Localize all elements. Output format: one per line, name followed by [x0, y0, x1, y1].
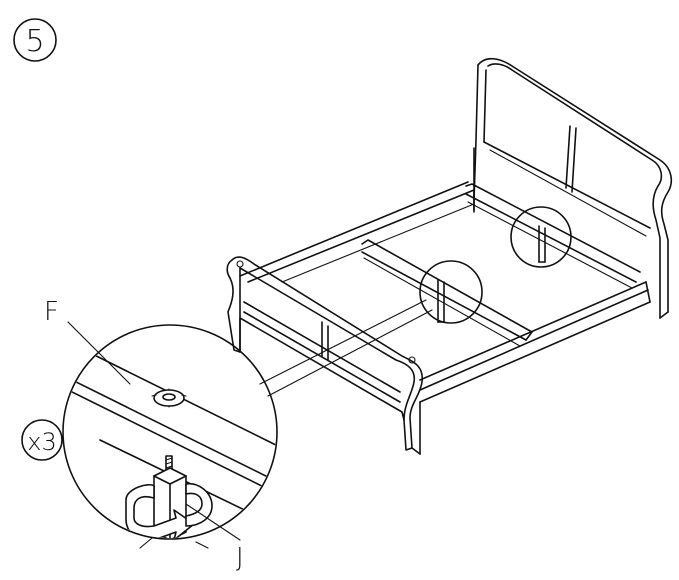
leader-j [185, 503, 241, 541]
threaded-bolt [165, 455, 173, 473]
bracket-f [151, 388, 187, 408]
step-number-circle [13, 18, 57, 62]
part-label-j: J [236, 543, 244, 573]
quantity-badge: x3 [21, 419, 63, 461]
left-side-rail [239, 181, 475, 283]
quantity-circle [21, 419, 63, 461]
callout-circle [62, 324, 278, 540]
quantity-text: x3 [27, 428, 56, 456]
step-number-text: 5 [25, 24, 44, 59]
callout-leader-line [267, 309, 433, 397]
rotation-arrow-icon [125, 482, 213, 538]
footboard [226, 256, 424, 455]
headboard [473, 57, 673, 319]
slats [361, 183, 641, 347]
center-support-legs [419, 206, 572, 324]
part-label-f: F [44, 297, 59, 327]
step-number-badge: 5 [13, 18, 57, 62]
right-side-rail [419, 281, 651, 403]
detail-callout: F J x3 [21, 297, 433, 573]
leader-f [67, 321, 131, 385]
bed-frame [226, 57, 673, 455]
